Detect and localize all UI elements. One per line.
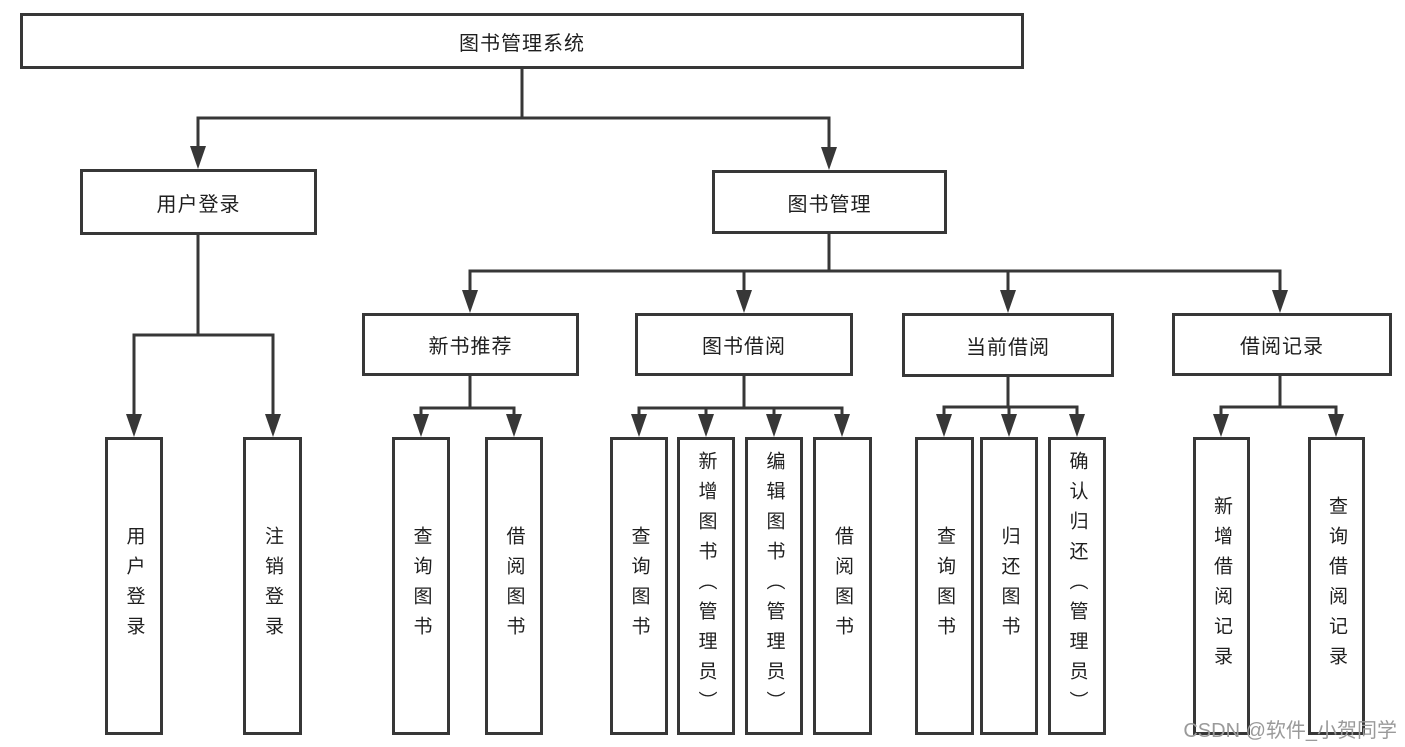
connector-root <box>196 69 831 151</box>
connector-book-borrowing <box>637 376 844 418</box>
csdn-watermark: CSDN @软件_小贺同学 <box>1183 720 1397 742</box>
node-label: 用户登录 <box>156 193 241 216</box>
node-label: 查询图书 <box>934 526 955 646</box>
node-return-books: 归还图书 <box>980 437 1038 735</box>
node-confirm-return-admin: 确认归还（管理员） <box>1048 437 1106 735</box>
node-label: 借阅记录 <box>1240 336 1324 358</box>
connector-current-borrowing <box>942 377 1079 418</box>
node-add-book-admin: 新增图书（管理员） <box>677 437 735 735</box>
connector-user-login <box>132 235 275 418</box>
connector-borrowing-records <box>1219 376 1338 418</box>
node-label: 借阅图书 <box>832 526 853 646</box>
node-query-borrow-record: 查询借阅记录 <box>1308 437 1365 735</box>
node-borrow-books-leaf: 借阅图书 <box>813 437 872 735</box>
node-book-borrowing: 图书借阅 <box>635 313 853 376</box>
connector-book-management <box>468 234 1282 296</box>
node-label: 注销登录 <box>262 526 283 646</box>
node-user-login-leaf: 用户登录 <box>105 437 163 735</box>
node-label: 当前借阅 <box>966 336 1050 359</box>
node-book-management: 图书管理 <box>712 170 947 234</box>
connector-new-book <box>419 376 516 418</box>
node-label: 新增借阅记录 <box>1211 496 1232 676</box>
node-query-books-borrowing: 查询图书 <box>610 437 668 735</box>
node-label: 查询图书 <box>410 526 432 646</box>
node-label: 查询图书 <box>628 526 650 646</box>
node-current-borrowing: 当前借阅 <box>902 313 1114 377</box>
node-label: 图书管理 <box>787 193 872 216</box>
node-label: 编辑图书（管理员） <box>763 451 785 721</box>
node-label: 新增图书（管理员） <box>695 451 717 721</box>
node-label: 图书借阅 <box>702 336 786 358</box>
node-label: 新书推荐 <box>428 336 513 358</box>
node-label: 归还图书 <box>998 526 1020 646</box>
node-logout: 注销登录 <box>243 437 302 735</box>
node-label: 确认归还（管理员） <box>1066 451 1088 721</box>
node-user-login: 用户登录 <box>80 169 317 235</box>
node-label: 借阅图书 <box>503 526 525 646</box>
node-label: 图书管理系统 <box>459 32 585 55</box>
node-add-borrow-record: 新增借阅记录 <box>1193 437 1250 735</box>
node-borrowing-records: 借阅记录 <box>1172 313 1392 376</box>
node-borrow-books-recommend: 借阅图书 <box>485 437 543 735</box>
node-system-root: 图书管理系统 <box>20 13 1024 69</box>
node-new-book-recommendation: 新书推荐 <box>362 313 579 376</box>
node-label: 用户登录 <box>123 526 145 646</box>
node-edit-book-admin: 编辑图书（管理员） <box>745 437 803 735</box>
node-query-books-current: 查询图书 <box>915 437 974 735</box>
node-query-books-recommend: 查询图书 <box>392 437 450 735</box>
node-label: 查询借阅记录 <box>1326 496 1347 676</box>
